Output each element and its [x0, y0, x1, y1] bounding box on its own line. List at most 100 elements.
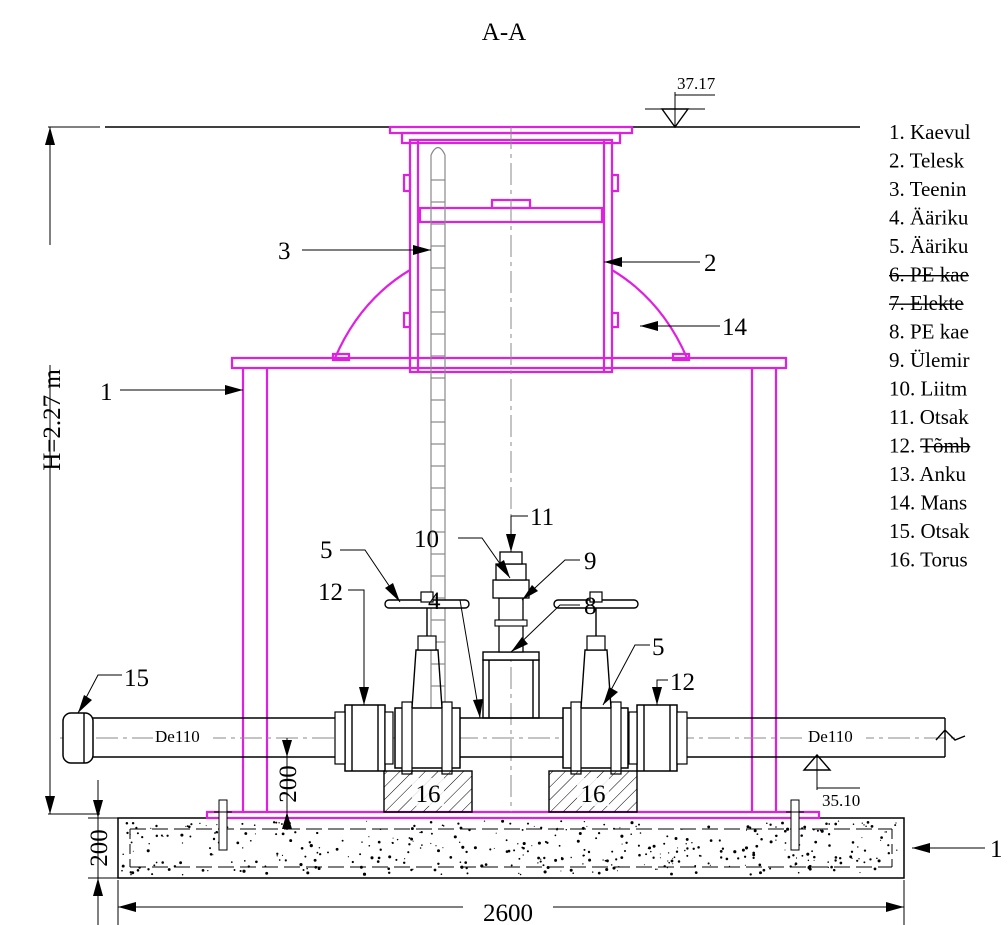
concrete-speckle	[707, 825, 711, 829]
concrete-speckle	[526, 822, 530, 825]
concrete-speckle	[495, 832, 497, 834]
concrete-speckle	[510, 864, 513, 867]
concrete-speckle	[861, 837, 863, 839]
concrete-speckle	[583, 820, 586, 823]
concrete-speckle	[540, 858, 542, 860]
concrete-speckle	[880, 839, 882, 841]
concrete-speckle	[230, 861, 233, 863]
concrete-speckle	[153, 864, 156, 867]
concrete-speckle	[560, 870, 562, 872]
concrete-speckle	[659, 857, 661, 859]
concrete-speckle	[558, 844, 561, 847]
concrete-speckle	[873, 867, 877, 871]
concrete-speckle	[429, 820, 433, 824]
concrete-speckle	[587, 850, 591, 854]
concrete-speckle	[876, 857, 878, 860]
concrete-speckle	[460, 865, 464, 869]
concrete-speckle	[546, 865, 550, 870]
concrete-speckle	[652, 844, 656, 848]
concrete-speckle	[359, 865, 363, 869]
concrete-speckle	[306, 867, 308, 870]
concrete-speckle	[408, 837, 411, 839]
concrete-speckle	[694, 864, 697, 867]
concrete-speckle	[677, 847, 679, 849]
legend-item: 14. Mans	[889, 491, 967, 515]
concrete-speckle	[160, 834, 163, 837]
concrete-speckle	[745, 829, 748, 831]
legend-item: 5. Ääriku	[889, 234, 969, 258]
concrete-speckle	[155, 824, 158, 828]
concrete-speckle	[832, 868, 836, 872]
legend-item: 6. PE kae	[889, 263, 969, 287]
concrete-speckle	[619, 827, 621, 829]
concrete-speckle	[863, 824, 865, 826]
concrete-speckle	[300, 846, 304, 850]
concrete-speckle	[453, 835, 457, 839]
concrete-speckle	[744, 846, 749, 850]
concrete-speckle	[749, 826, 752, 829]
concrete-speckle	[877, 859, 881, 863]
concrete-speckle	[368, 836, 370, 838]
concrete-speckle	[752, 856, 755, 860]
concrete-speckle	[801, 827, 804, 830]
concrete-speckle	[404, 858, 406, 860]
concrete-speckle	[461, 845, 465, 849]
concrete-speckle	[759, 871, 762, 875]
concrete-speckle	[813, 855, 816, 859]
concrete-speckle	[813, 859, 815, 861]
concrete-speckle	[570, 856, 572, 859]
concrete-speckle	[150, 827, 152, 829]
concrete-speckle	[190, 823, 193, 826]
concrete-speckle	[299, 863, 303, 867]
concrete-speckle	[786, 827, 790, 831]
concrete-speckle	[437, 849, 440, 853]
concrete-speckle	[130, 873, 132, 876]
concrete-speckle	[616, 870, 619, 872]
concrete-speckle	[505, 839, 508, 842]
concrete-speckle	[125, 821, 129, 825]
concrete-speckle	[812, 828, 815, 831]
concrete-speckle	[244, 832, 248, 835]
ground-level: 37.17	[105, 74, 860, 129]
concrete-speckle	[674, 837, 678, 840]
concrete-speckle	[173, 865, 177, 868]
callout-15: 15	[124, 665, 149, 692]
concrete-speckle	[537, 862, 539, 864]
concrete-speckle	[753, 829, 757, 833]
concrete-speckle	[209, 852, 213, 856]
concrete-speckle	[586, 825, 588, 827]
concrete-speckle	[361, 841, 363, 843]
callout-14: 14	[722, 314, 748, 341]
concrete-speckle	[370, 856, 374, 860]
pipe-label-left: De110	[155, 727, 200, 746]
concrete-speckle	[755, 844, 759, 848]
concrete-speckle	[760, 838, 763, 841]
concrete-speckle	[449, 856, 453, 859]
concrete-speckle	[769, 867, 772, 870]
callout-12-right: 12	[670, 669, 695, 696]
legend-item: 13. Anku	[889, 462, 967, 486]
concrete-speckle	[379, 828, 382, 831]
concrete-speckle	[509, 822, 512, 825]
callout-leaders	[77, 245, 720, 719]
concrete-speckle	[387, 867, 390, 870]
concrete-speckle	[421, 844, 423, 846]
concrete-speckle	[896, 849, 898, 851]
concrete-speckle	[387, 871, 391, 875]
concrete-speckle	[289, 839, 293, 843]
coupling-right	[628, 704, 688, 772]
concrete-speckle	[437, 862, 440, 866]
concrete-speckle	[122, 853, 124, 856]
concrete-speckle	[582, 854, 585, 857]
height-label: H=2.27 m	[39, 369, 66, 471]
concrete-speckle	[733, 850, 737, 854]
concrete-speckle	[366, 820, 368, 822]
concrete-speckle	[179, 861, 183, 865]
concrete-speckle	[870, 825, 874, 828]
slab-thickness-dimension: 200	[86, 780, 118, 925]
concrete-speckle	[468, 828, 471, 832]
concrete-speckle	[741, 848, 745, 852]
concrete-speckle	[188, 825, 191, 829]
concrete-speckles	[121, 819, 898, 876]
